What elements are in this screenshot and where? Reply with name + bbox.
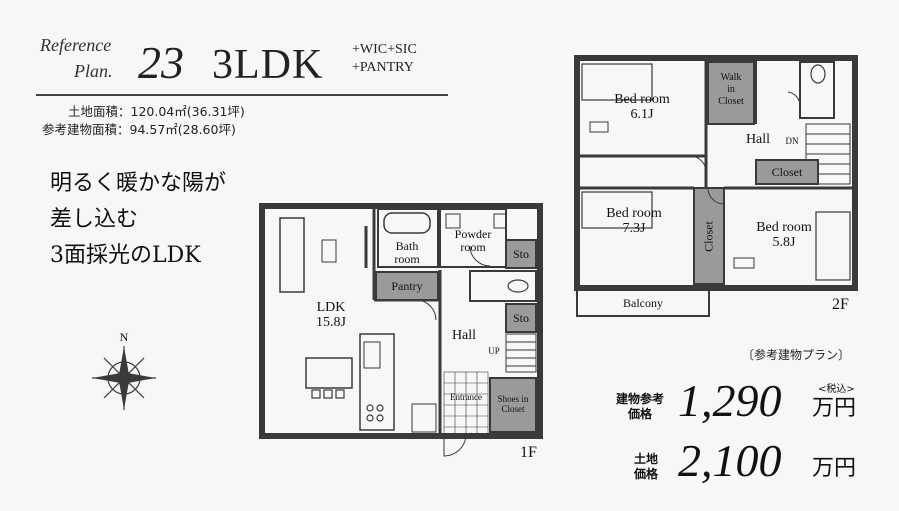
shoes-closet-label: Shoes in Closet — [490, 394, 536, 414]
catchcopy: 明るく暖かな陽が 差し込む 3面採光のLDK — [50, 166, 270, 274]
header-rule — [36, 94, 448, 96]
walk-in-closet-line-3: Closet — [718, 96, 744, 107]
compass-rose-icon — [92, 346, 156, 410]
reference-word: Reference — [40, 35, 112, 55]
reference-plan-caption: 〔参考建物プラン〕 — [742, 348, 851, 362]
ldk-label: LDK 15.8J — [306, 300, 356, 330]
closet-vertical-label: Closet — [701, 221, 716, 252]
extras-line-1: +WIC+SIC — [352, 42, 417, 57]
ldk-size: 15.8J — [316, 315, 346, 330]
dining-table — [305, 357, 353, 389]
powder-room-line-2: room — [460, 240, 486, 254]
land-price-value: 2,100 — [678, 435, 782, 486]
walk-in-closet-line-1: Walk — [720, 72, 742, 83]
bedroom-b-name: Bed room — [606, 206, 662, 221]
north-label: N — [119, 330, 129, 344]
floor1-hall-label: Hall — [451, 328, 477, 343]
ldk-name: LDK — [316, 300, 346, 315]
plan-header: Reference Plan. 23 3LDK +WIC+SIC +PANTRY — [40, 36, 460, 96]
bedroom-c-size: 5.8J — [772, 235, 796, 250]
tax-note: <税込> — [818, 384, 855, 395]
bedroom-a-size: 6.1J — [630, 107, 654, 122]
sto-lower-label: Sto — [512, 311, 529, 325]
powder-room-line-1: Powder — [454, 227, 492, 241]
shoes-closet-line-1: Shoes in — [497, 394, 529, 404]
floor2-hall-label: Hall — [745, 132, 771, 147]
bed-c — [815, 211, 851, 281]
catchcopy-line-3: 3面採光のLDK — [50, 243, 201, 268]
building-price-label-line-2: 価格 — [627, 407, 652, 421]
bathtub — [383, 212, 431, 234]
floor1-plan — [259, 203, 543, 457]
pantry-label: Pantry — [391, 279, 423, 293]
up-label: UP — [488, 346, 500, 356]
entrance-label: Entrance — [450, 392, 482, 402]
land-price-label: 土地 価格 — [626, 452, 666, 482]
bedroom-c-name: Bed room — [756, 220, 812, 235]
powder-room-label: Powder room — [440, 228, 506, 254]
sofa — [279, 217, 305, 293]
closet-upper-label: Closet — [771, 165, 803, 179]
floor1-stairs — [505, 333, 537, 373]
bed-a — [581, 63, 653, 101]
bath-room-line-1: Bath — [395, 239, 419, 253]
floor2-plan — [574, 55, 858, 317]
bedroom-c-label: Bed room 5.8J — [742, 220, 826, 250]
bath-room-label: Bath room — [382, 240, 432, 266]
layout-type: 3LDK — [212, 42, 324, 88]
toilet — [507, 279, 529, 293]
land-area-value: 120.04㎡(36.31坪) — [130, 104, 245, 119]
building-price-unit: 万円 — [812, 396, 857, 421]
building-area-value: 94.57㎡(28.60坪) — [129, 122, 236, 137]
building-area-label: 参考建物面積： — [42, 122, 130, 137]
floor1-tag: 1F — [520, 444, 537, 461]
land-price-label-line-2: 価格 — [633, 467, 658, 481]
land-price-unit: 万円 — [812, 456, 857, 481]
kitchen-counter — [359, 333, 395, 431]
plan-word: Plan. — [74, 61, 113, 81]
shoes-closet-line-2: Closet — [501, 404, 525, 414]
building-price-label: 建物参考 価格 — [610, 392, 670, 422]
walk-in-closet-label: Walk in Closet — [708, 72, 754, 108]
land-area-label: 土地面積： — [68, 104, 131, 119]
dn-label: DN — [785, 136, 799, 146]
plan-number: 23 — [138, 37, 184, 88]
bed-b — [581, 191, 653, 229]
bedroom-b-size: 7.3J — [622, 221, 646, 236]
extras-line-2: +PANTRY — [352, 60, 414, 75]
balcony-outline — [576, 289, 710, 317]
land-area-row: 土地面積：120.04㎡(36.31坪) — [42, 103, 342, 121]
entrance-tiles — [443, 371, 489, 435]
pantry-fill — [375, 271, 439, 301]
walk-in-closet-line-2: in — [727, 84, 735, 95]
bedroom-a-name: Bed room — [614, 92, 670, 107]
area-info: 土地面積：120.04㎡(36.31坪) 参考建物面積：94.57㎡(28.60… — [42, 103, 342, 139]
floor1-outer-wall — [259, 203, 543, 439]
bath-room-line-2: room — [394, 252, 420, 266]
land-price-label-line-1: 土地 — [633, 452, 658, 466]
building-price-value: 1,290 — [678, 375, 782, 426]
balcony-label: Balcony — [623, 296, 663, 310]
building-price-label-line-1: 建物参考 — [615, 392, 664, 406]
floor2-tag: 2F — [832, 296, 849, 313]
floor2-outer-wall — [574, 55, 858, 291]
catchcopy-line-2: 差し込む — [50, 207, 139, 232]
bedroom-b-label: Bed room 7.3J — [592, 206, 676, 236]
building-area-row: 参考建物面積：94.57㎡(28.60坪) — [42, 121, 342, 139]
sto-upper-label: Sto — [512, 247, 529, 261]
catchcopy-line-1: 明るく暖かな陽が — [50, 171, 227, 196]
bedroom-a-label: Bed room 6.1J — [600, 92, 684, 122]
